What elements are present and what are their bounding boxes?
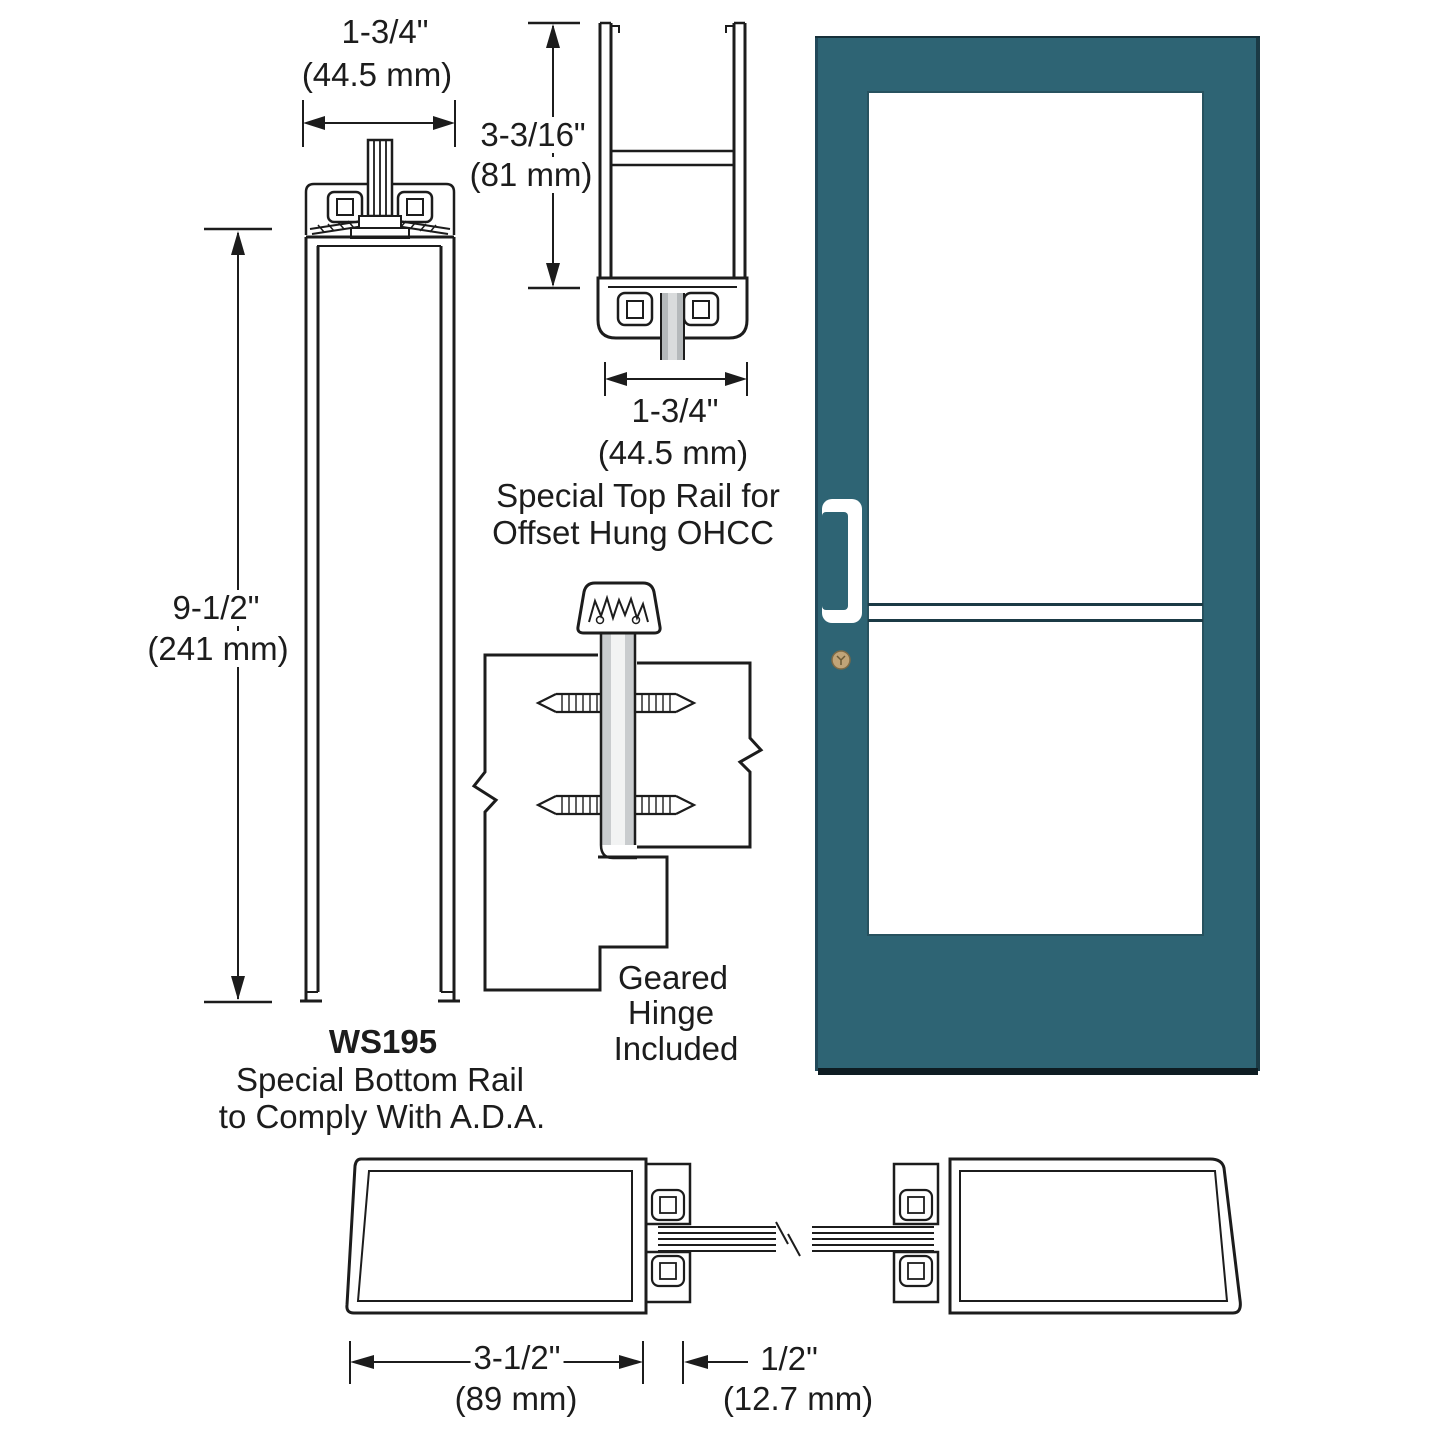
top-rail-caption-1: Special Top Rail for [493,477,783,515]
top-rail-depth-dimension [528,21,580,290]
bottom-rail-height-mm: (241 mm) [144,630,292,668]
door-glass [867,91,1204,936]
glass-gap-dimension [682,1341,748,1384]
hinge-caption-3: Included [610,1030,742,1068]
hinge-gear-cap [576,581,662,635]
bottom-rail-caption-2: to Comply With A.D.A. [215,1098,549,1136]
stile-width-in: 3-1/2" [470,1339,564,1377]
bottom-rail-width-dimension [302,100,456,147]
top-rail-width-mm: (44.5 mm) [594,434,752,472]
door-right-edge [1256,38,1260,1071]
top-rail-depth-in: 3-3/16" [477,116,589,154]
hinge-caption-1: Geared [614,959,732,997]
hinge-right-plate [637,661,764,849]
top-rail-width-dimension [604,362,748,396]
top-rail-caption-2: Offset Hung OHCC [489,514,777,552]
bottom-rail-glass [350,138,410,239]
glass-section [658,1221,934,1257]
top-rail-depth-mm: (81 mm) [466,156,596,194]
hinge-barrel [599,633,637,860]
door-handle [822,499,862,623]
door-elevation [815,36,1260,1075]
door-midrail-lower-line [868,619,1203,622]
top-rail-profile [596,21,749,360]
bottom-rail-width-in: 1-3/4" [338,13,432,51]
glass-gap-mm: (12.7 mm) [719,1380,877,1418]
hinge-caption-2: Hinge [624,994,718,1032]
stile-width-mm: (89 mm) [451,1380,581,1418]
stile-section-right [892,1157,1242,1315]
top-rail-width-in: 1-3/4" [628,392,722,430]
bottom-rail-height-in: 9-1/2" [169,589,263,627]
bottom-rail-body [300,235,460,1003]
bottom-rail-caption-1: Special Bottom Rail [233,1061,527,1099]
stile-section-left [345,1157,692,1315]
door-midrail [868,603,1203,606]
door-left-edge [815,38,818,1071]
hinge-left-plate [471,653,669,992]
glass-gap-in: 1/2" [757,1340,821,1378]
door-bottom-shadow [818,1068,1258,1075]
bottom-rail-width-mm: (44.5 mm) [298,56,456,94]
bottom-rail-model: WS195 [325,1023,441,1061]
lock-cylinder-icon [831,650,851,670]
